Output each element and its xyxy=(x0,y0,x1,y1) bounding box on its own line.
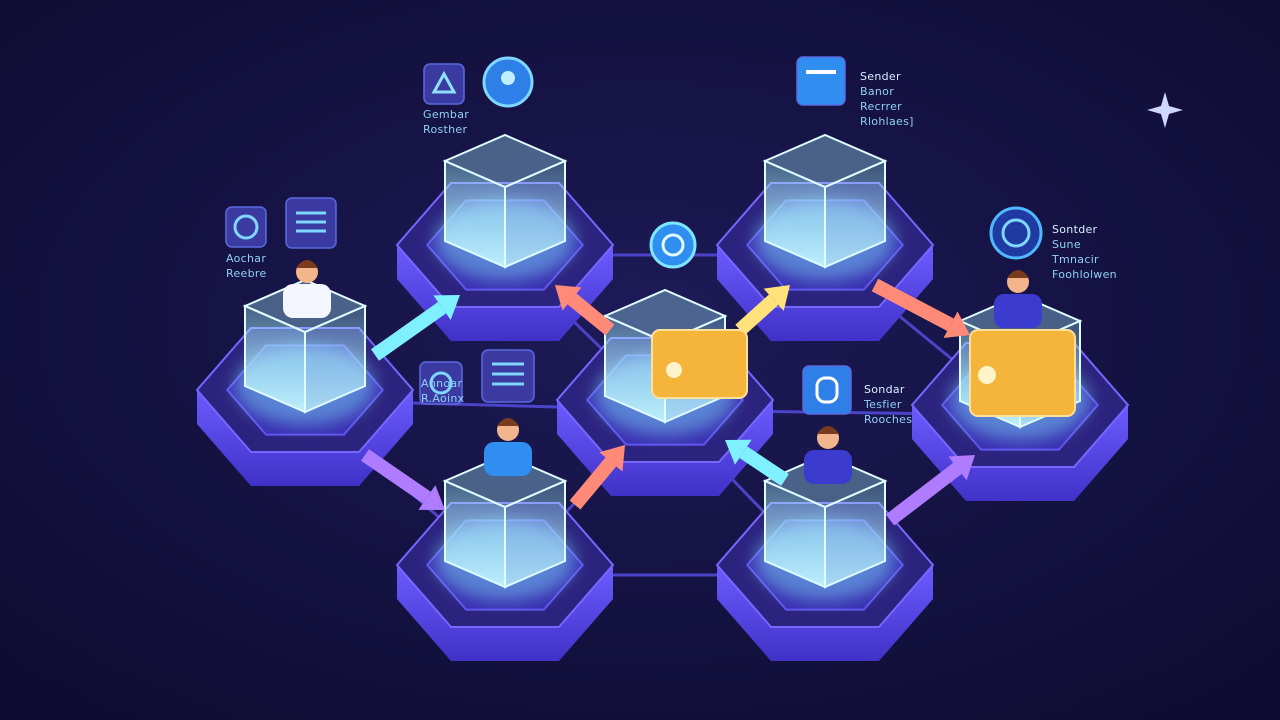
circle-node-icon xyxy=(649,221,697,269)
target-icon xyxy=(419,361,463,405)
list-icon-2 xyxy=(481,349,535,403)
arrow-bottom-right-to-center-head xyxy=(725,439,752,465)
hex-platform-side xyxy=(197,390,413,486)
person-icon-bottom-right-hair xyxy=(817,426,839,434)
node-bottom-right xyxy=(715,453,935,661)
circle-icon-right-inner xyxy=(1001,218,1031,248)
circle-icon xyxy=(233,214,259,240)
arrow-bottom-right-to-center xyxy=(739,446,789,486)
arrow-left-to-top-left-head xyxy=(433,295,460,320)
arrow-left-to-bottom-left-head xyxy=(418,485,445,510)
arrow-bottom-left-to-center-head xyxy=(599,445,625,472)
circle-node-icon-inner xyxy=(661,233,685,257)
target-icon-ring xyxy=(429,371,453,395)
arrow-center-to-top-right xyxy=(735,294,779,336)
hex-platform-side xyxy=(717,565,933,661)
arrow-bottom-left-to-center xyxy=(569,457,617,510)
card-icon xyxy=(796,56,846,106)
person-icon-right-body xyxy=(994,294,1042,328)
arrow-left-to-top-left xyxy=(370,301,447,361)
glass-cube-right xyxy=(504,159,566,269)
user-chat-icon-head xyxy=(501,71,515,85)
node-bottom-left xyxy=(395,453,615,661)
triangle-icon-box xyxy=(423,63,465,105)
glass-cube-right xyxy=(824,479,886,589)
person-icon-bottom-left-hair xyxy=(497,418,519,426)
shield-icon-glyph xyxy=(815,376,839,404)
folder-icon-center xyxy=(651,329,748,399)
arrow-center-to-top-right-head xyxy=(763,285,790,311)
triangle-icon xyxy=(431,70,457,94)
sparkle-icon xyxy=(1147,92,1183,128)
glass-cube-right xyxy=(824,159,886,269)
folder-icon-dot xyxy=(666,362,682,378)
person-icon-left-body xyxy=(283,284,331,318)
arrow-center-to-top-left xyxy=(567,293,615,336)
arrow-bottom-right-to-right-head xyxy=(948,455,975,481)
arrow-top-right-to-right xyxy=(871,278,954,331)
person-icon-bottom-right-body xyxy=(804,450,852,484)
glass-cube-right xyxy=(504,479,566,589)
folder-icon-right xyxy=(969,329,1076,417)
glass-cube-right xyxy=(304,304,366,414)
circle-icon-right xyxy=(989,206,1043,260)
person-icon-left-hair xyxy=(296,260,318,268)
folder-icon-dot xyxy=(978,366,996,384)
circle-icon-box xyxy=(225,206,267,248)
shield-icon xyxy=(802,365,852,415)
arrow-top-right-to-right-head xyxy=(943,311,970,339)
arrow-bottom-right-to-right xyxy=(885,462,962,526)
transfer-arrows xyxy=(361,278,975,526)
arrow-center-to-top-left-head xyxy=(555,285,582,311)
node-top-left xyxy=(395,133,615,341)
hex-platform-side xyxy=(717,245,933,341)
node-top-right xyxy=(715,133,935,341)
hex-platform-side xyxy=(397,565,613,661)
person-icon-right-hair xyxy=(1007,270,1029,278)
card-icon-stripe xyxy=(806,70,836,74)
person-icon-bottom-left-body xyxy=(484,442,532,476)
arrow-left-to-bottom-left xyxy=(361,449,431,504)
